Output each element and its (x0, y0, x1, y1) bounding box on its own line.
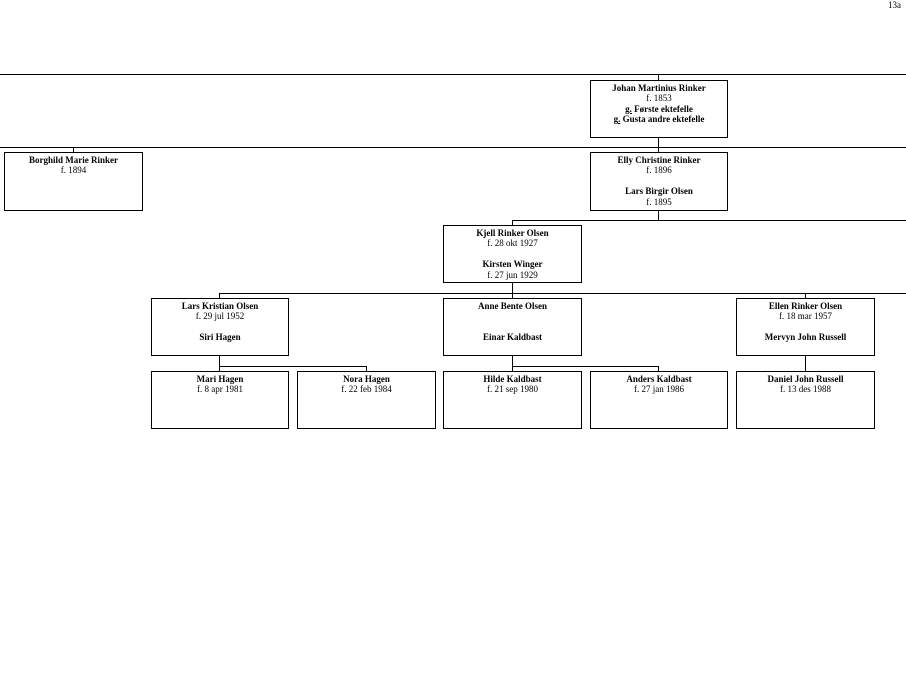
person-name: Johan Martinius Rinker (612, 83, 706, 93)
marriage-1: g. Første ektefelle (625, 103, 693, 114)
spouse-name: Lars Birgir Olsen (625, 186, 693, 197)
birth-date: f. 21 sep 1980 (487, 384, 538, 395)
birth-date: f. 22 feb 1984 (341, 384, 392, 395)
person-name: Hilde Kaldbast (483, 374, 542, 384)
spouse-name: Siri Hagen (199, 332, 241, 343)
person-box-ellen-rinker-olsen: Ellen Rinker Olsen f. 18 mar 1957 Mervyn… (736, 298, 875, 356)
person-box-johan-martinius-rinker: Johan Martinius Rinker f. 1853 g. Første… (590, 80, 728, 138)
person-box-mari-hagen: Mari Hagen f. 8 apr 1981 (151, 371, 289, 429)
spouse-birth-date: f. 27 jun 1929 (487, 269, 538, 280)
person-box-daniel-john-russell: Daniel John Russell f. 13 des 1988 (736, 371, 875, 429)
person-box-anne-bente-olsen: Anne Bente Olsen Einar Kaldbast (443, 298, 582, 356)
person-box-hilde-kaldbast: Hilde Kaldbast f. 21 sep 1980 (443, 371, 582, 429)
page-number: 13a (888, 0, 901, 10)
spouse-name: Einar Kaldbast (482, 332, 543, 343)
spouse-name: Kirsten Winger (482, 259, 543, 270)
birth-date: f. 8 apr 1981 (197, 384, 243, 395)
person-name: Mari Hagen (196, 374, 244, 384)
birth-date: f. 28 okt 1927 (487, 238, 538, 249)
spouse-birth-date: f. 1895 (646, 196, 672, 207)
birth-date: f. 1896 (646, 165, 672, 176)
birth-date: f. 18 mar 1957 (779, 311, 832, 322)
person-name: Elly Christine Rinker (617, 155, 701, 165)
person-box-elly-christine-rinker: Elly Christine Rinker f. 1896 Lars Birgi… (590, 152, 728, 211)
marriage-2: g. Gusta andre ektefelle (613, 114, 705, 125)
birth-date: f. 29 jul 1952 (195, 311, 245, 322)
person-name: Nora Hagen (343, 374, 390, 384)
person-box-anders-kaldbast: Anders Kaldbast f. 27 jan 1986 (590, 371, 728, 429)
birth-date: f. 1894 (60, 165, 87, 176)
birth-date: f. 1853 (646, 93, 672, 104)
birth-date: f. 13 des 1988 (780, 384, 831, 395)
person-box-nora-hagen: Nora Hagen f. 22 feb 1984 (297, 371, 436, 429)
person-box-borghild-marie-rinker: Borghild Marie Rinker f. 1894 (4, 152, 143, 211)
person-name: Anne Bente Olsen (477, 301, 547, 311)
person-name: Daniel John Russell (767, 374, 844, 384)
person-name: Kjell Rinker Olsen (476, 228, 549, 238)
person-name: Lars Kristian Olsen (181, 301, 259, 311)
spouse-name: Mervyn John Russell (764, 332, 847, 343)
birth-date: f. 27 jan 1986 (634, 384, 684, 395)
person-name: Ellen Rinker Olsen (768, 301, 843, 311)
person-box-kjell-rinker-olsen: Kjell Rinker Olsen f. 28 okt 1927 Kirste… (443, 225, 582, 283)
person-box-lars-kristian-olsen: Lars Kristian Olsen f. 29 jul 1952 Siri … (151, 298, 289, 356)
person-name: Borghild Marie Rinker (29, 155, 118, 165)
person-name: Anders Kaldbast (626, 374, 692, 384)
